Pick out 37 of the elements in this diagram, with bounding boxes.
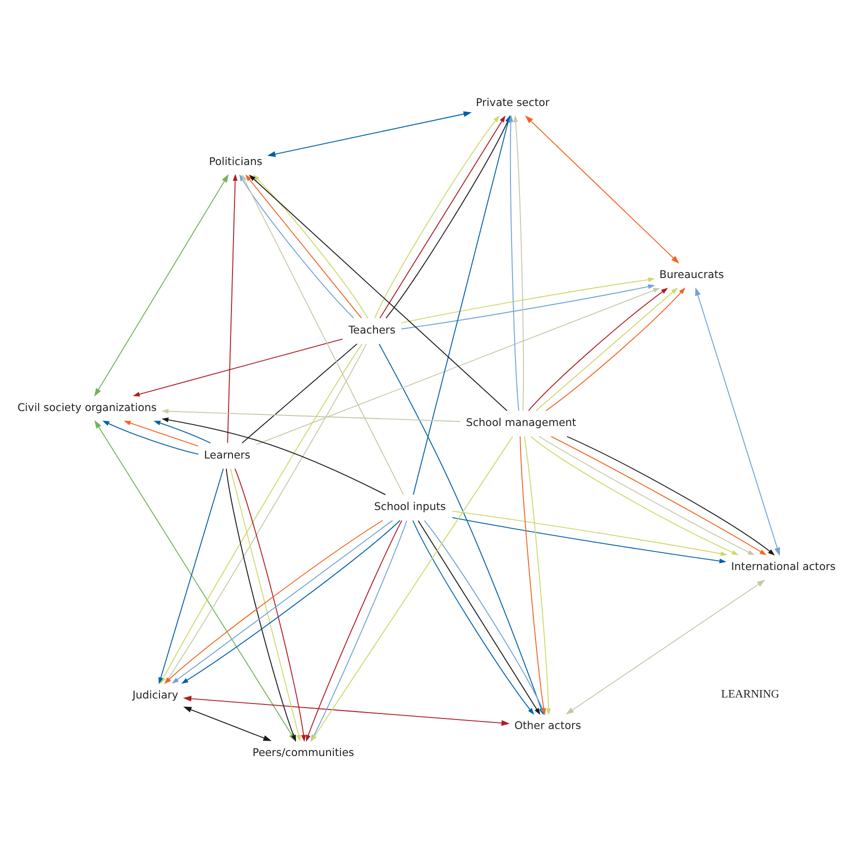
arrow [242,174,404,495]
arrow [102,420,199,454]
arrow [508,114,520,411]
node-text: Bureaucrats [659,268,724,281]
node-text: Peers/communities [252,745,354,758]
node-text: Judiciary [132,688,178,701]
node-text: Other actors [514,718,582,732]
arrow [132,338,343,396]
arrow [525,115,680,264]
arrow [267,110,472,156]
node-text: Private sector [476,96,550,109]
arrow [452,510,728,556]
arrow [183,695,510,726]
arrow [513,114,524,411]
node-text: Learners [204,448,250,461]
arrow [154,420,211,443]
connector [242,342,358,443]
node-text: Civil society organizations [18,400,157,414]
arrow [124,420,199,446]
arrow [566,579,766,714]
arrow [248,174,508,411]
arrow [695,286,780,556]
node-text: School management [466,416,576,429]
node-text: International actors [731,559,836,572]
arrow [227,173,238,443]
arrow [162,417,386,495]
arrow [400,284,655,329]
node-text: LEARNING [721,688,780,700]
arrow [94,174,229,396]
arrow [400,276,655,323]
node-text: Teachers [348,323,396,336]
arrow [452,516,726,563]
arrow [256,287,660,445]
node-text: Politicians [209,154,262,168]
arrow [183,706,272,741]
node-text: School inputs [374,500,446,513]
arrow [162,408,461,422]
